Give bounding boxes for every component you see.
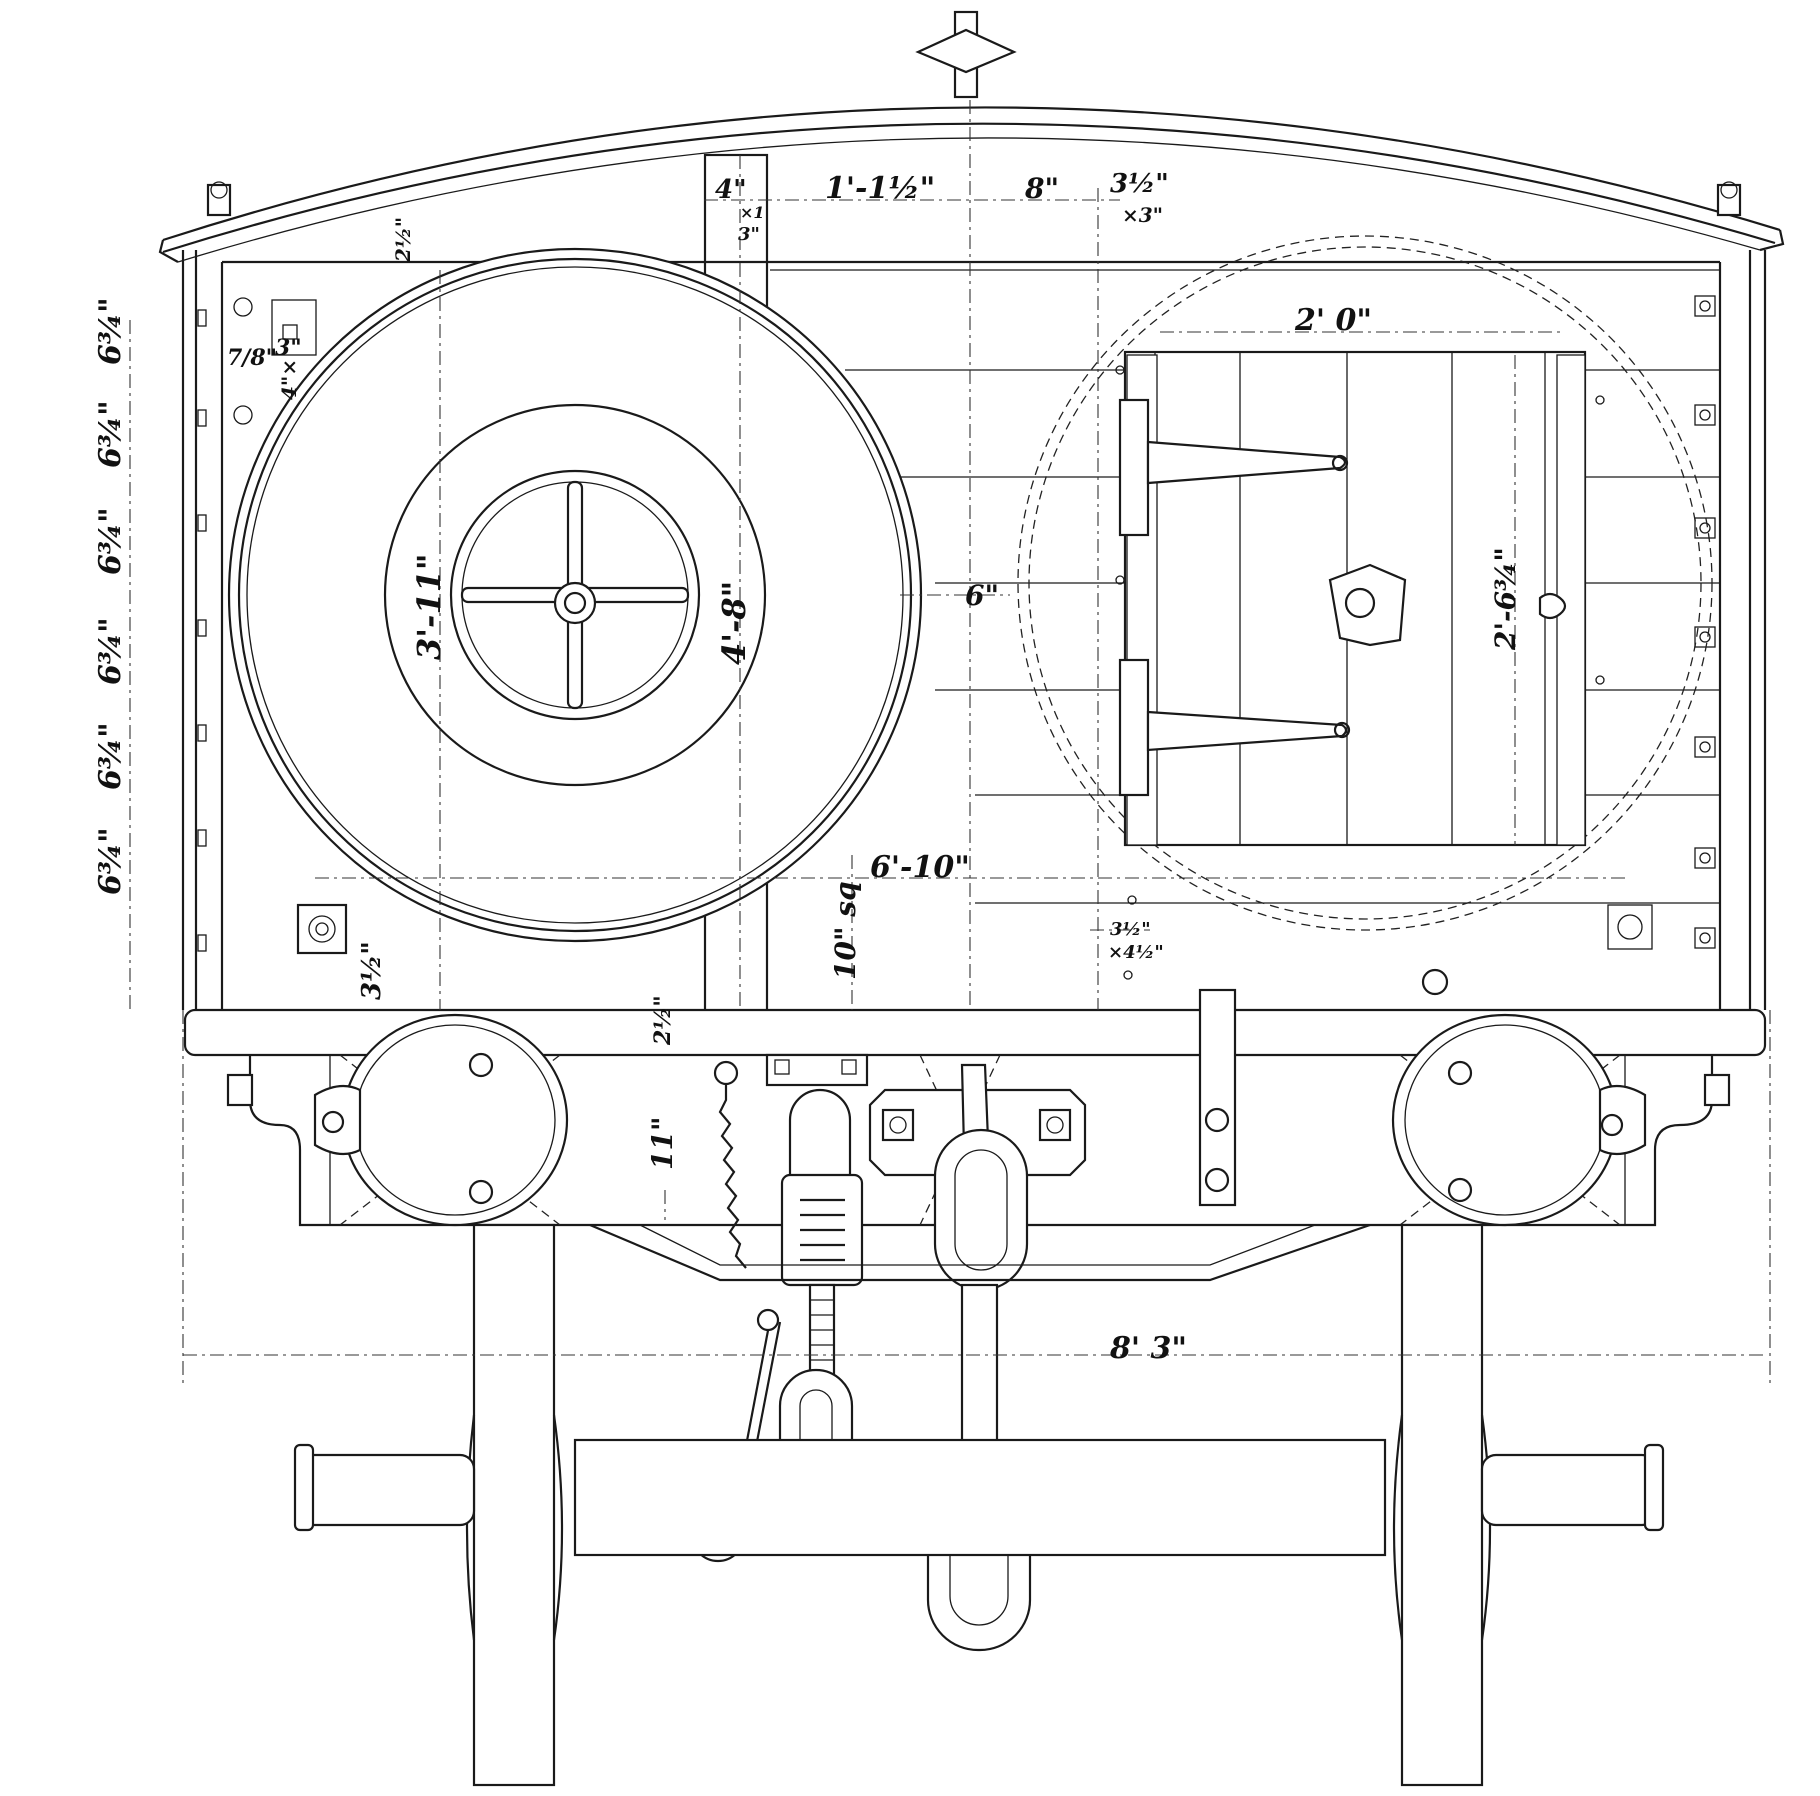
left-small-bolt-2	[233, 405, 253, 425]
dim-left-1: 6¾"	[93, 297, 128, 365]
end-door	[1017, 235, 1713, 980]
dim-left-4: 6¾"	[93, 617, 128, 685]
dim-x3: ×3"	[1122, 203, 1163, 227]
dim-6in: 6"	[965, 579, 999, 612]
dim-3-5b: 3½"	[1110, 919, 1151, 940]
dim-3-5c: 3½"	[357, 941, 387, 1000]
left-stanchion-bolts	[197, 309, 207, 952]
lower-right-square-bolt	[1607, 904, 1653, 950]
dim-8ft3: 8' 3"	[1109, 1331, 1187, 1366]
dim-3s: 3"	[738, 224, 760, 245]
dimension-labels: 4" 1'-1½" 8" 3½" ×3" ×1 3" 2½" 7/8" 3" 4…	[93, 169, 1522, 1366]
dim-2-5-top: 2½"	[391, 217, 415, 263]
underframe	[589, 1223, 1371, 1282]
dim-6ft10: 6'-10"	[870, 850, 970, 885]
dim-10sq: 10" sq	[829, 881, 862, 980]
dim-8in: 8"	[1024, 172, 1059, 205]
lower-left-square-bolt	[296, 903, 348, 955]
left-large-wheel	[227, 247, 923, 943]
dim-x1: ×1	[740, 203, 765, 222]
dim-3ft11: 3'-11"	[410, 553, 448, 660]
left-small-bolt-1	[233, 297, 253, 317]
right-buffer	[1391, 1013, 1647, 1227]
dim-left-5: 6¾"	[93, 722, 128, 790]
roof-bolt-left	[206, 181, 232, 217]
dim-4ft8: 4'-8"	[715, 581, 753, 665]
headstock	[183, 1008, 1767, 1227]
dim-left-2: 6¾"	[93, 400, 128, 468]
right-wheel-below	[1392, 1223, 1492, 1787]
roof-vent	[915, 10, 1017, 99]
dim-left-6: 6¾"	[93, 827, 128, 895]
dim-11in: 11"	[646, 1116, 679, 1170]
dimension-lines	[129, 100, 1771, 1385]
door-latch	[1538, 592, 1567, 620]
roof-bolt-right	[1716, 181, 1742, 217]
dim-4in: 4"	[715, 175, 747, 205]
dim-2ft0: 2' 0"	[1294, 303, 1372, 338]
dim-2ft6-75: 2'-6¾"	[1489, 547, 1522, 651]
roof	[158, 10, 1785, 263]
right-edge-bolts	[1694, 295, 1716, 949]
dim-2-5-bottom: 2½"	[650, 995, 676, 1046]
dim-1ft1-5: 1'-1½"	[825, 171, 935, 206]
dim-7-8: 7/8"	[227, 345, 277, 371]
left-buffer	[313, 1013, 569, 1227]
left-plate	[271, 299, 317, 356]
dim-4x: 4"×	[277, 359, 301, 400]
dim-3-5in: 3½"	[1110, 169, 1169, 199]
left-wheel-below	[465, 1223, 564, 1787]
dim-x4-5: ×4½"	[1108, 942, 1164, 963]
axle	[293, 1438, 1665, 1557]
dim-left-3: 6¾"	[93, 507, 128, 575]
dim-3in: 3"	[275, 335, 302, 361]
lower-right-round-bolt	[1421, 968, 1449, 996]
